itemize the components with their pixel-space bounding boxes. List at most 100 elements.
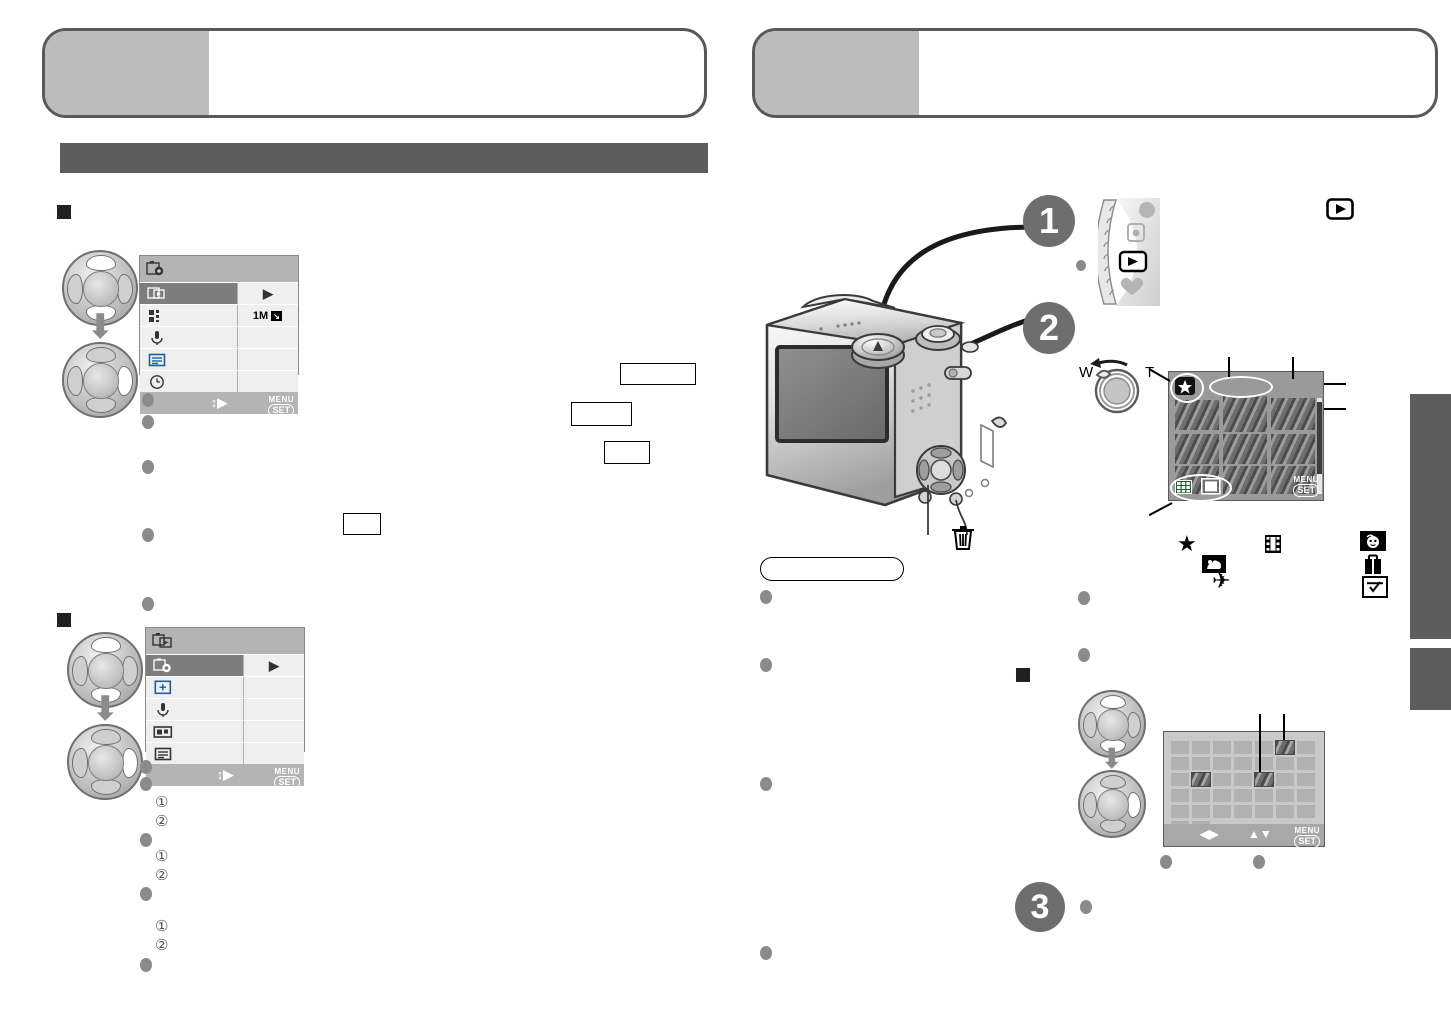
- thumbnail-cell[interactable]: [1223, 434, 1267, 464]
- thumbnail-cell[interactable]: [1223, 396, 1267, 432]
- playback-menu-row-1[interactable]: [146, 676, 304, 698]
- calendar-cell-selected[interactable]: [1254, 772, 1274, 787]
- calendar-cell[interactable]: [1212, 740, 1232, 755]
- rec-menu-footer: ↕▶ MENU SET: [140, 392, 298, 417]
- cursor-pad-sequence-arrow-3: ⬇: [1100, 743, 1124, 774]
- rec-menu-row-4[interactable]: [140, 370, 298, 392]
- playback-menu-row-4[interactable]: [146, 742, 304, 764]
- thumbnail-cell[interactable]: [1271, 466, 1315, 494]
- calendar-cell[interactable]: [1212, 804, 1232, 819]
- calendar-cell[interactable]: [1170, 788, 1190, 803]
- calendar-cell[interactable]: [1233, 756, 1253, 771]
- calendar-cell-with-picture[interactable]: [1275, 740, 1295, 755]
- calendar-cell[interactable]: [1233, 804, 1253, 819]
- calendar-cell[interactable]: [1170, 740, 1190, 755]
- scrollbar[interactable]: [1317, 398, 1322, 494]
- side-tab-lower[interactable]: [1410, 648, 1451, 710]
- list-item-bullet: [760, 658, 772, 672]
- cursor-pad-down-arm: [1099, 819, 1127, 834]
- playback-menu-icon: [152, 633, 172, 648]
- calendar-cell[interactable]: [1233, 772, 1253, 787]
- suitcase-icon: [1362, 554, 1384, 581]
- menu-label: MENU: [1293, 475, 1319, 484]
- calendar-cell[interactable]: [1212, 772, 1232, 787]
- trash-icon: [948, 522, 978, 557]
- cursor-pad-right-arm: [1127, 711, 1142, 739]
- playback-menu-row-3[interactable]: [146, 720, 304, 742]
- rec-menu-icon: [146, 261, 164, 276]
- calendar-cell[interactable]: [1170, 772, 1190, 787]
- rec-menu-row-3[interactable]: [140, 348, 298, 370]
- scrollbar-thumb[interactable]: [1317, 402, 1322, 474]
- calendar-cell[interactable]: [1191, 740, 1211, 755]
- list-item-bullet: [1078, 648, 1090, 662]
- thumbnail-cell[interactable]: [1175, 400, 1219, 430]
- list-item-bullet: [140, 887, 152, 901]
- calendar-cell[interactable]: [1296, 788, 1316, 803]
- calendar-cell[interactable]: [1191, 788, 1211, 803]
- calendar-cell[interactable]: [1275, 804, 1295, 819]
- list-item-bullet: [1253, 855, 1265, 869]
- calendar-cell[interactable]: [1254, 804, 1274, 819]
- rec-menu-row-0[interactable]: ▶: [140, 282, 298, 304]
- playback-mode-icon: [140, 286, 174, 301]
- playback-menu-row-2[interactable]: [146, 698, 304, 720]
- calendar-cell[interactable]: [1212, 788, 1232, 803]
- mode-dial-playback-position: [1095, 196, 1160, 313]
- calendar-cell[interactable]: [1296, 756, 1316, 771]
- playback-menu-value-3: [243, 721, 304, 742]
- pet-icon: [1202, 555, 1226, 573]
- rec-menu-row-1[interactable]: 1M ↘: [140, 304, 298, 326]
- calendar-cell[interactable]: [1296, 740, 1316, 755]
- calendar-cell[interactable]: [1254, 788, 1274, 803]
- calendar-cell[interactable]: [1275, 756, 1295, 771]
- list-item-bullet: [142, 460, 154, 474]
- thumbnail-cell[interactable]: [1175, 434, 1219, 464]
- cursor-pad-center-button: [88, 745, 124, 781]
- calendar-cell[interactable]: [1275, 788, 1295, 803]
- playback-menu-value-4: [243, 743, 304, 764]
- calendar-cell[interactable]: [1191, 756, 1211, 771]
- calendar-cell[interactable]: [1275, 772, 1295, 787]
- cursor-pad-left-arm: [71, 748, 88, 778]
- cursor-pad-right-2: [67, 724, 143, 800]
- calendar-cell[interactable]: [1212, 756, 1232, 771]
- cursor-pad-center-button: [1097, 709, 1129, 741]
- thumbnail-cell[interactable]: [1271, 434, 1315, 464]
- calendar-cell[interactable]: [1254, 740, 1274, 755]
- sub-step-number: ①: [155, 918, 169, 935]
- subsection-marker-2: [57, 613, 71, 627]
- cursor-pad-right-arm: [122, 656, 139, 686]
- calendar-cell[interactable]: [1191, 804, 1211, 819]
- rec-menu-value-0: ▶: [237, 283, 298, 304]
- cursor-pad-updown-2: [67, 632, 143, 708]
- cursor-pad-left-arm: [1082, 711, 1097, 739]
- cursor-pad-down-arm: [91, 779, 121, 796]
- calendar-cell[interactable]: [1254, 756, 1274, 771]
- list-item-bullet: [1160, 855, 1172, 869]
- calendar-cell[interactable]: [1233, 788, 1253, 803]
- calendar-cell[interactable]: [1296, 804, 1316, 819]
- calendar-cell[interactable]: [1170, 756, 1190, 771]
- calendar-cell[interactable]: [1296, 772, 1316, 787]
- cursor-pad-center-button: [1097, 789, 1129, 821]
- travel-date-airplane-icon: ✈: [1212, 568, 1231, 593]
- cursor-pad-right-arm: [117, 274, 134, 304]
- list-item-bullet: [140, 777, 152, 791]
- rec-menu-row-2[interactable]: [140, 326, 298, 348]
- cursor-pad-right-arm: [117, 366, 134, 396]
- calendar-cell[interactable]: [1233, 740, 1253, 755]
- menu-set-indicator: MENU SET: [268, 393, 294, 417]
- nav-arrows-icon: ↕▶: [216, 767, 234, 782]
- cursor-pad-up-arm: [86, 346, 116, 363]
- cursor-pad-right-arm: [1127, 791, 1142, 819]
- chevron-right-icon: ▶: [263, 285, 273, 301]
- menu-set-indicator: MENU SET: [1294, 824, 1320, 848]
- calendar-cell[interactable]: [1170, 804, 1190, 819]
- side-tab-upper[interactable]: [1410, 394, 1451, 639]
- cursor-pad-left-arm: [71, 656, 88, 686]
- playback-menu-row-0[interactable]: ▶: [146, 654, 304, 676]
- calendar-cell-with-picture[interactable]: [1191, 772, 1211, 787]
- cursor-pad-center-button: [88, 653, 124, 689]
- thumbnail-cell[interactable]: [1271, 398, 1315, 430]
